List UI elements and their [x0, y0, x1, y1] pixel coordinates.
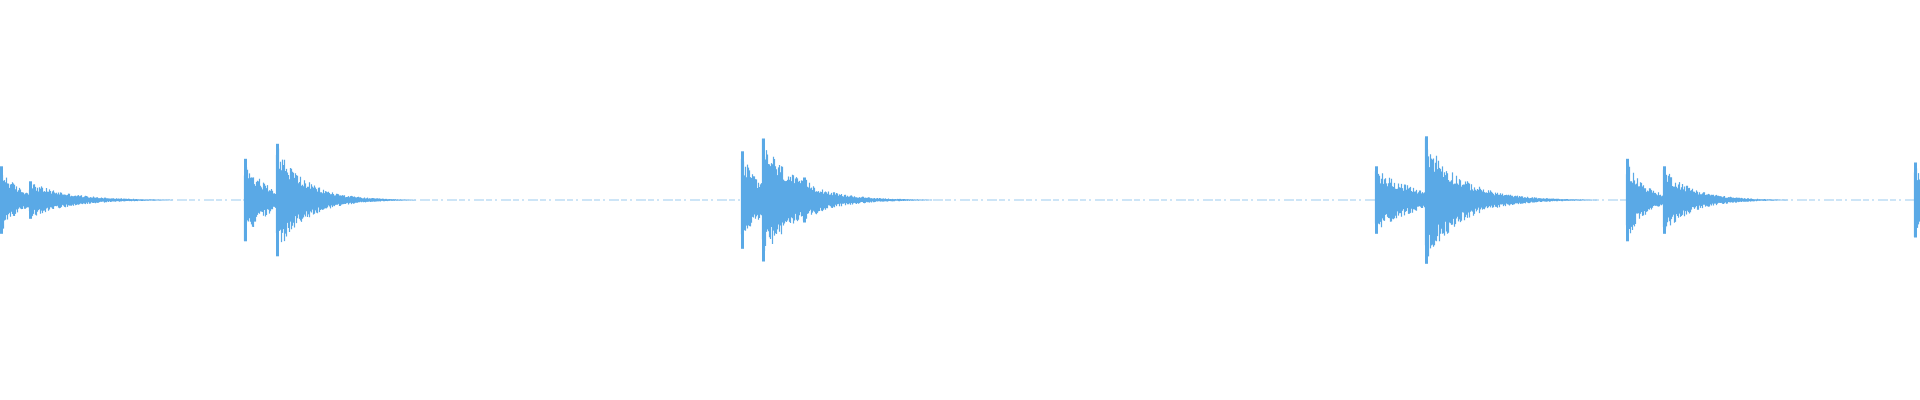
waveform-transient — [1663, 166, 1666, 234]
waveform-transient — [803, 177, 806, 223]
waveform-transient — [1626, 158, 1629, 242]
waveform-transient — [29, 181, 32, 219]
waveform-transient — [1425, 136, 1428, 264]
waveform-transient — [276, 143, 279, 257]
waveform-transient — [741, 151, 744, 249]
waveform-transient — [244, 158, 247, 242]
waveform-trace — [0, 136, 1920, 264]
waveform-transient — [1375, 166, 1378, 234]
waveform-transient — [0, 166, 3, 234]
waveform-transient — [1914, 162, 1917, 238]
waveform-transient — [762, 138, 765, 262]
